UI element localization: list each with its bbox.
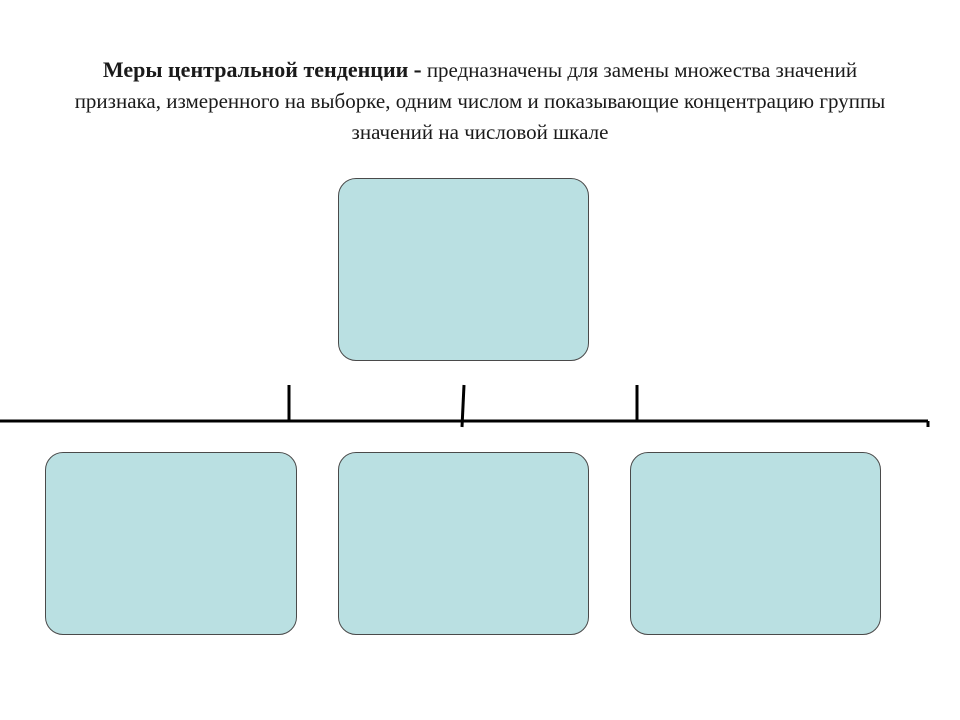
- diagram-node-middle: [338, 452, 589, 635]
- diagram-node-top: [338, 178, 589, 361]
- heading-term: Меры центральной тенденции: [102, 57, 409, 82]
- diagram-node-left: [45, 452, 297, 635]
- middle-branch-connector: [460, 384, 466, 428]
- heading: Меры центральной тенденции - предназначе…: [60, 54, 900, 148]
- diagram-node-right: [630, 452, 881, 635]
- heading-dash: -: [413, 57, 422, 83]
- heading-definition: предназначены для замены множества значе…: [74, 58, 886, 144]
